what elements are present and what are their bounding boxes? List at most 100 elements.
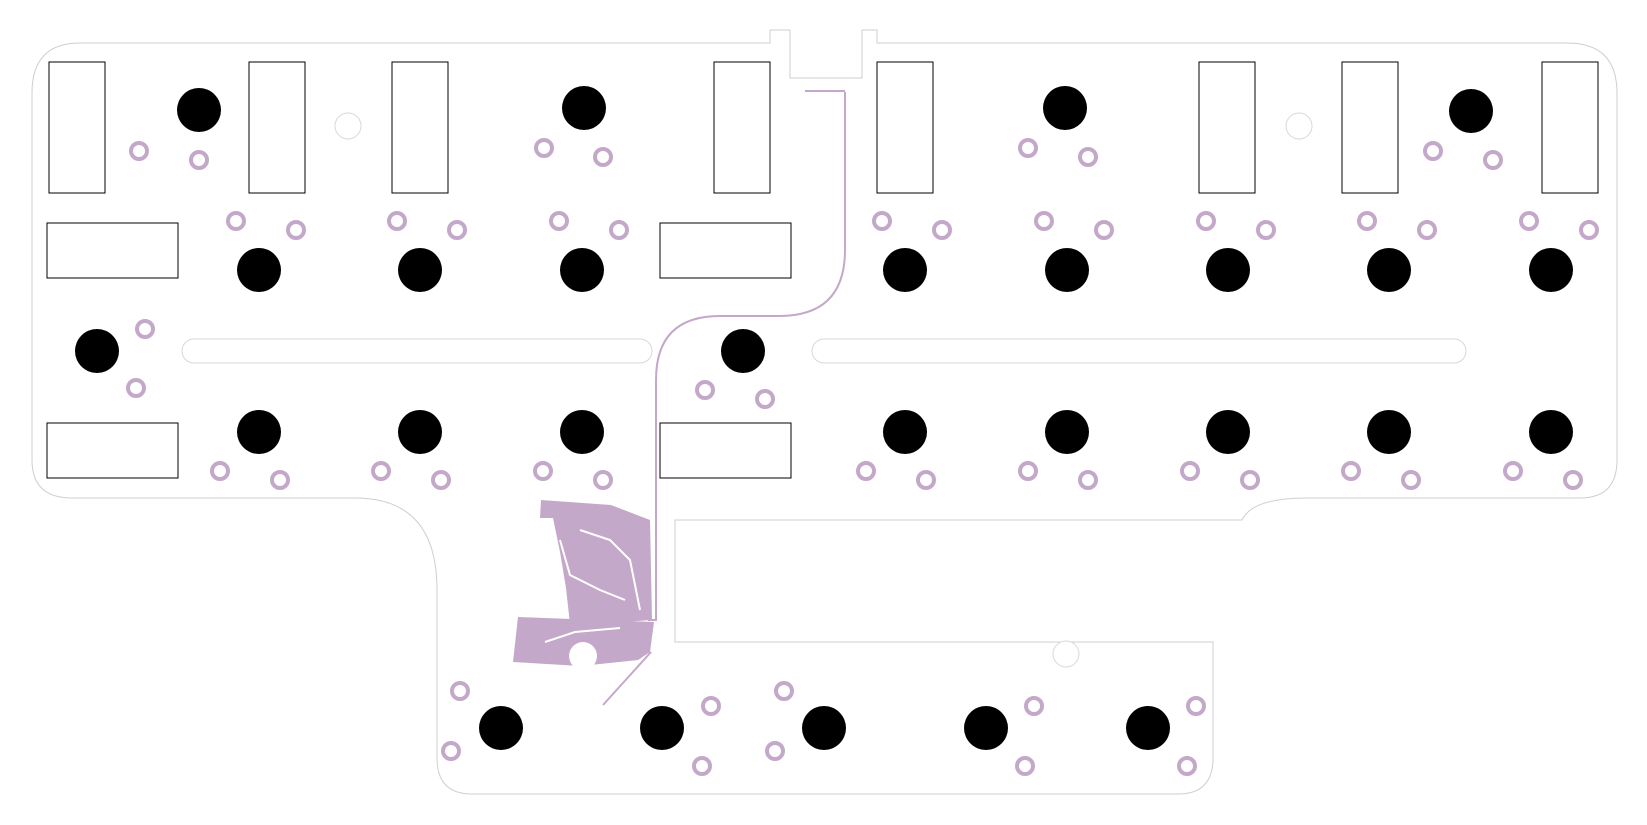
- switch-hole-7: [560, 248, 604, 292]
- switch-pad-9-1: [1034, 211, 1054, 231]
- diagonal-trace: [602, 651, 652, 706]
- switch-pad-3-1: [1018, 138, 1038, 158]
- switch-hole-6: [398, 248, 442, 292]
- rect-footprint-2: [248, 61, 306, 194]
- switch-pad-2-1: [534, 138, 554, 158]
- mounting-hole-3: [1052, 640, 1080, 668]
- rect-footprints: [46, 61, 1599, 479]
- switch-pad-2-2: [593, 147, 613, 167]
- rect-footprint-1: [48, 61, 106, 194]
- mounting-holes: [334, 112, 1313, 668]
- switch-hole-10: [1206, 248, 1250, 292]
- switch-hole-9: [1045, 248, 1089, 292]
- stabilizer-slots: [181, 338, 1467, 364]
- copper-traces: [602, 90, 846, 706]
- copper-pour: [513, 500, 654, 738]
- switch-pad-14-2: [755, 389, 775, 409]
- switch-hole-25: [802, 706, 846, 750]
- switch-hole-11: [1367, 248, 1411, 292]
- switch-pad-16-2: [431, 470, 451, 490]
- switch-hole-21: [1367, 410, 1411, 454]
- copper-routing-2: [559, 539, 626, 601]
- smd-pad-2: [593, 724, 607, 738]
- switch-hole-12: [1529, 248, 1573, 292]
- switch-pad-4-2: [1483, 150, 1503, 170]
- switch-pad-7-2: [609, 220, 629, 240]
- rect-footprint-3: [391, 61, 449, 194]
- switch-pad-17-2: [593, 470, 613, 490]
- switch-pad-8-2: [932, 220, 952, 240]
- copper-clearance-hole: [569, 642, 597, 670]
- switch-hole-2: [562, 86, 606, 130]
- smd-pad-1: [551, 710, 565, 724]
- copper-pour-lower: [513, 617, 654, 666]
- switch-pad-22-2: [1563, 470, 1583, 490]
- switch-hole-8: [883, 248, 927, 292]
- switch-pad-23-2: [441, 741, 461, 761]
- switch-pad-13-2: [126, 378, 146, 398]
- switch-pad-1-1: [129, 141, 149, 161]
- switch-hole-5: [237, 248, 281, 292]
- switch-hole-17: [560, 410, 604, 454]
- switch-hole-16: [398, 410, 442, 454]
- switch-hole-23: [479, 706, 523, 750]
- switch-pad-15-1: [210, 461, 230, 481]
- switch-hole-3: [1043, 86, 1087, 130]
- switch-pads: [126, 138, 1599, 776]
- switch-hole-27: [1126, 706, 1170, 750]
- mounting-hole-1: [334, 112, 362, 140]
- switch-pad-10-2: [1256, 220, 1276, 240]
- switch-hole-22: [1529, 410, 1573, 454]
- main-trace: [648, 92, 846, 621]
- switch-pad-26-2: [1015, 756, 1035, 776]
- switch-pad-25-1: [774, 681, 794, 701]
- switch-pad-5-2: [286, 220, 306, 240]
- switch-pad-15-2: [270, 470, 290, 490]
- switch-pad-1-2: [189, 150, 209, 170]
- rect-footprint-10: [659, 222, 792, 279]
- switch-pad-18-2: [916, 470, 936, 490]
- rect-footprint-4: [713, 61, 771, 194]
- switch-hole-20: [1206, 410, 1250, 454]
- switch-pad-24-1: [701, 696, 721, 716]
- switch-pad-3-2: [1078, 147, 1098, 167]
- switch-pad-8-1: [872, 211, 892, 231]
- rect-footprint-6: [1198, 61, 1256, 194]
- switch-holes: [75, 86, 1573, 750]
- switch-pad-21-2: [1401, 470, 1421, 490]
- switch-pad-7-1: [549, 211, 569, 231]
- switch-pad-11-1: [1357, 211, 1377, 231]
- switch-pad-24-2: [692, 756, 712, 776]
- switch-pad-20-1: [1180, 461, 1200, 481]
- switch-pad-21-1: [1341, 461, 1361, 481]
- mounting-hole-2: [1285, 112, 1313, 140]
- rect-footprint-7: [1341, 61, 1399, 194]
- switch-pad-13-1: [135, 319, 155, 339]
- stabilizer-slot-1: [181, 338, 653, 364]
- switch-pad-26-1: [1024, 696, 1044, 716]
- rect-footprint-9: [46, 222, 179, 279]
- switch-pad-12-2: [1579, 220, 1599, 240]
- switch-hole-19: [1045, 410, 1089, 454]
- switch-pad-5-1: [226, 211, 246, 231]
- switch-pad-18-1: [856, 461, 876, 481]
- switch-hole-18: [883, 410, 927, 454]
- switch-pad-17-1: [533, 461, 553, 481]
- switch-pad-9-2: [1094, 220, 1114, 240]
- switch-hole-1: [177, 88, 221, 132]
- switch-pad-6-2: [447, 220, 467, 240]
- switch-pad-6-1: [387, 211, 407, 231]
- switch-hole-24: [640, 706, 684, 750]
- rect-footprint-12: [659, 422, 792, 479]
- copper-routing-1: [579, 529, 641, 611]
- rect-footprint-5: [876, 61, 934, 194]
- switch-hole-4: [1449, 89, 1493, 133]
- stabilizer-slot-2: [811, 338, 1467, 364]
- switch-pad-23-1: [450, 681, 470, 701]
- copper-pour-upper: [540, 500, 652, 624]
- switch-pad-20-2: [1240, 470, 1260, 490]
- switch-hole-26: [964, 706, 1008, 750]
- switch-hole-14: [721, 329, 765, 373]
- switch-pad-19-2: [1078, 470, 1098, 490]
- switch-pad-19-1: [1018, 461, 1038, 481]
